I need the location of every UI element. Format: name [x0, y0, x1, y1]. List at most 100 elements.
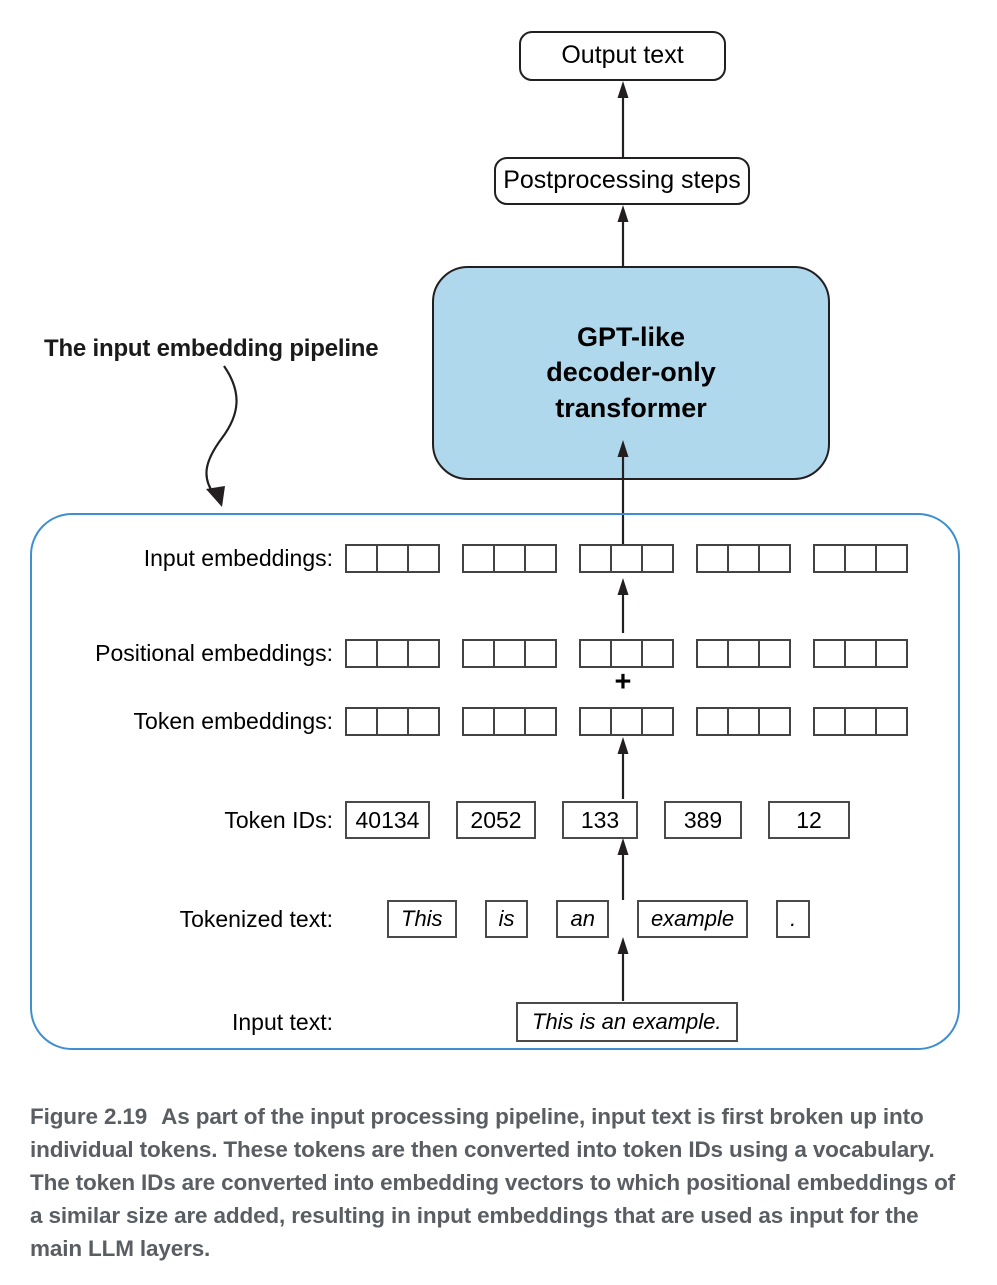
vector-cell	[524, 638, 557, 668]
vector-group	[813, 638, 908, 668]
vector-cell	[524, 706, 557, 736]
token-box: example	[636, 900, 749, 938]
curved-arrow-icon	[205, 365, 238, 507]
transformer-line-3: transformer	[555, 392, 707, 423]
plus-symbol: +	[614, 666, 632, 698]
vector-cell	[727, 543, 760, 573]
token-id-box: 133	[562, 801, 638, 839]
token-box: .	[776, 900, 811, 938]
vector-cell	[610, 706, 643, 736]
row-label-input-embeddings: Input embeddings:	[143, 544, 333, 571]
arrow-transformer-to-postprocessing	[617, 205, 629, 267]
output-text-label: Output text	[561, 41, 684, 70]
vector-cell	[813, 638, 846, 668]
vector-group	[813, 543, 908, 573]
vector-cell	[875, 706, 908, 736]
positional-embedding-vectors	[345, 638, 908, 668]
vector-group	[579, 638, 674, 668]
row-token-ids: Token IDs: 40134 2052 133 389 12	[0, 800, 997, 840]
vector-cell	[407, 638, 440, 668]
input-text-container: This is an example.	[516, 1002, 738, 1042]
figure-caption-text: As part of the input processing pipeline…	[30, 1104, 956, 1262]
vector-cell	[758, 638, 791, 668]
vector-group	[579, 543, 674, 573]
row-tokenized-text: Tokenized text: This is an example .	[0, 899, 997, 939]
vector-cell	[641, 543, 674, 573]
vector-cell	[462, 638, 495, 668]
vector-cell	[696, 638, 729, 668]
vector-group	[579, 706, 674, 736]
token-embedding-vectors	[345, 706, 908, 736]
vector-cell	[579, 706, 612, 736]
vector-cell	[610, 638, 643, 668]
token-box: This	[387, 900, 457, 938]
vector-cell	[844, 706, 877, 736]
token-id-box: 2052	[456, 801, 536, 839]
vector-cell	[813, 706, 846, 736]
row-input-embeddings: Input embeddings:	[0, 538, 997, 578]
vector-cell	[727, 706, 760, 736]
vector-cell	[641, 706, 674, 736]
figure-diagram: Output text Postprocessing steps GPT-lik…	[0, 31, 997, 1050]
tokenized-text-boxes: This is an example .	[387, 900, 811, 938]
arrow-postprocessing-to-output	[617, 81, 629, 158]
row-label-positional-embeddings: Positional embeddings:	[95, 639, 333, 666]
vector-cell	[407, 543, 440, 573]
vector-cell	[813, 543, 846, 573]
row-label-token-ids: Token IDs:	[224, 806, 333, 833]
token-box: an	[556, 900, 609, 938]
vector-group	[696, 706, 791, 736]
vector-cell	[462, 706, 495, 736]
transformer-line-2: decoder-only	[546, 357, 716, 388]
input-embedding-pipeline-box	[30, 513, 960, 1050]
vector-group	[345, 706, 440, 736]
vector-cell	[696, 543, 729, 573]
vector-cell	[758, 706, 791, 736]
vector-cell	[345, 638, 378, 668]
vector-cell	[844, 638, 877, 668]
token-id-box: 12	[768, 801, 850, 839]
vector-cell	[462, 543, 495, 573]
vector-cell	[696, 706, 729, 736]
vector-cell	[610, 543, 643, 573]
vector-cell	[727, 638, 760, 668]
vector-group	[345, 543, 440, 573]
vector-cell	[345, 543, 378, 573]
row-label-token-embeddings: Token embeddings:	[133, 707, 333, 734]
vector-cell	[875, 543, 908, 573]
postprocessing-steps-box: Postprocessing steps	[494, 157, 750, 205]
row-label-tokenized-text: Tokenized text:	[179, 905, 333, 932]
token-id-box: 40134	[345, 801, 430, 839]
transformer-line-1: GPT-like	[576, 322, 686, 353]
vector-cell	[493, 706, 526, 736]
vector-cell	[493, 543, 526, 573]
token-box: is	[484, 900, 529, 938]
input-embedding-vectors	[345, 543, 908, 573]
token-id-box: 389	[664, 801, 742, 839]
row-label-input-text: Input text:	[231, 1008, 333, 1035]
vector-cell	[376, 638, 409, 668]
vector-group	[462, 638, 557, 668]
vector-group	[696, 543, 791, 573]
vector-group	[345, 638, 440, 668]
row-positional-embeddings: Positional embeddings:	[0, 633, 997, 673]
vector-cell	[524, 543, 557, 573]
vector-cell	[376, 706, 409, 736]
token-id-boxes: 40134 2052 133 389 12	[345, 801, 850, 839]
row-input-text: Input text: This is an example.	[0, 1002, 997, 1042]
figure-caption-label: Figure 2.19	[30, 1104, 148, 1129]
vector-group	[696, 638, 791, 668]
vector-cell	[407, 706, 440, 736]
vector-cell	[875, 638, 908, 668]
vector-cell	[493, 638, 526, 668]
pipeline-annotation-label: The input embedding pipeline	[44, 335, 379, 362]
vector-cell	[641, 638, 674, 668]
vector-cell	[579, 638, 612, 668]
vector-cell	[844, 543, 877, 573]
gpt-transformer-box: GPT-like decoder-only transformer	[432, 266, 830, 480]
postprocessing-label: Postprocessing steps	[503, 166, 741, 195]
vector-cell	[579, 543, 612, 573]
vector-group	[462, 706, 557, 736]
vector-cell	[376, 543, 409, 573]
